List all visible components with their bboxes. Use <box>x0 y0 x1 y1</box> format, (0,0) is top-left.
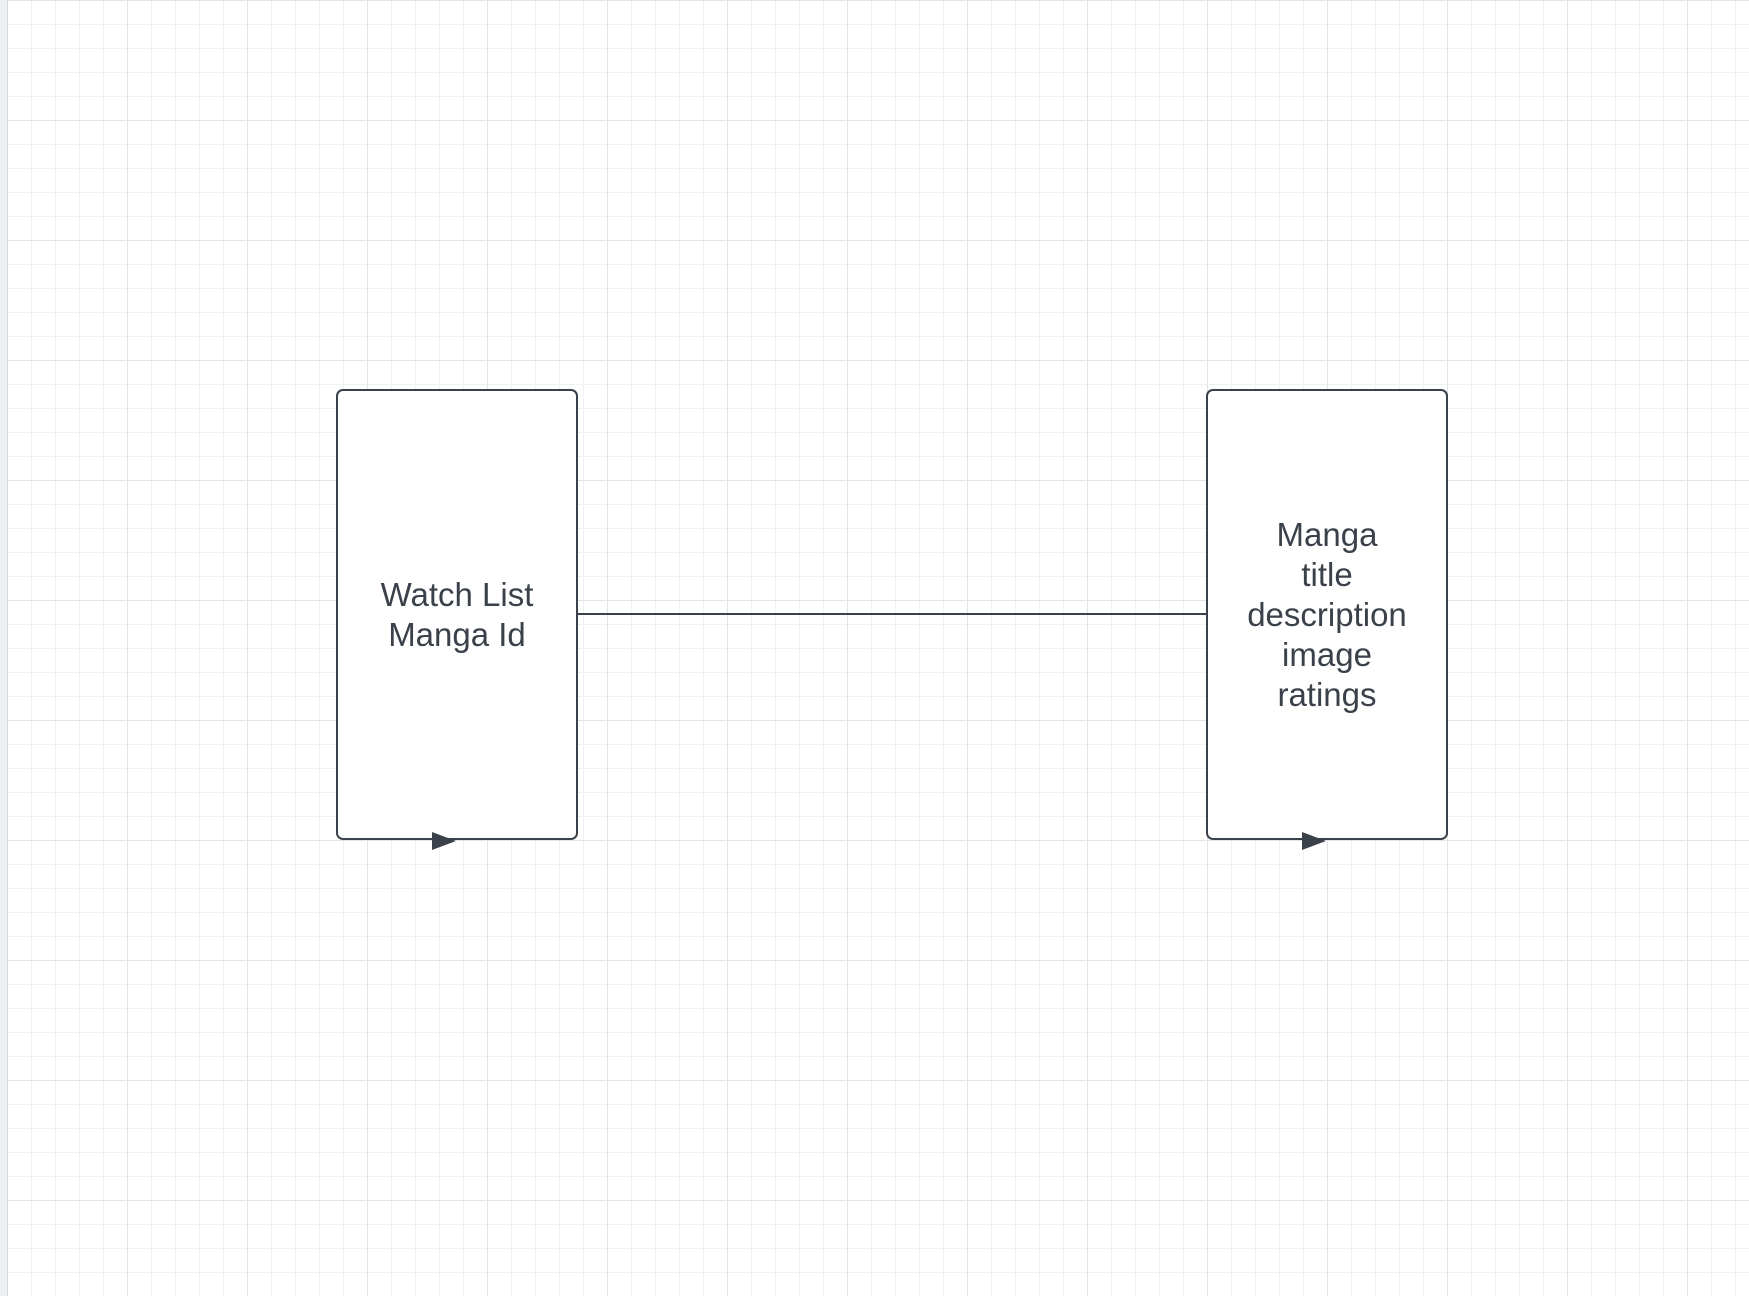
entity-label-watch-list: Watch List Manga Id <box>380 575 534 653</box>
canvas-left-edge <box>0 0 8 1296</box>
entity-label-manga: Manga title description image ratings <box>1247 515 1407 713</box>
entity-box-manga[interactable] <box>1206 389 1448 840</box>
arrow-marker-manga <box>1302 832 1326 850</box>
entity-box-watch-list[interactable] <box>336 389 578 840</box>
arrow-marker-watch-list <box>432 832 456 850</box>
